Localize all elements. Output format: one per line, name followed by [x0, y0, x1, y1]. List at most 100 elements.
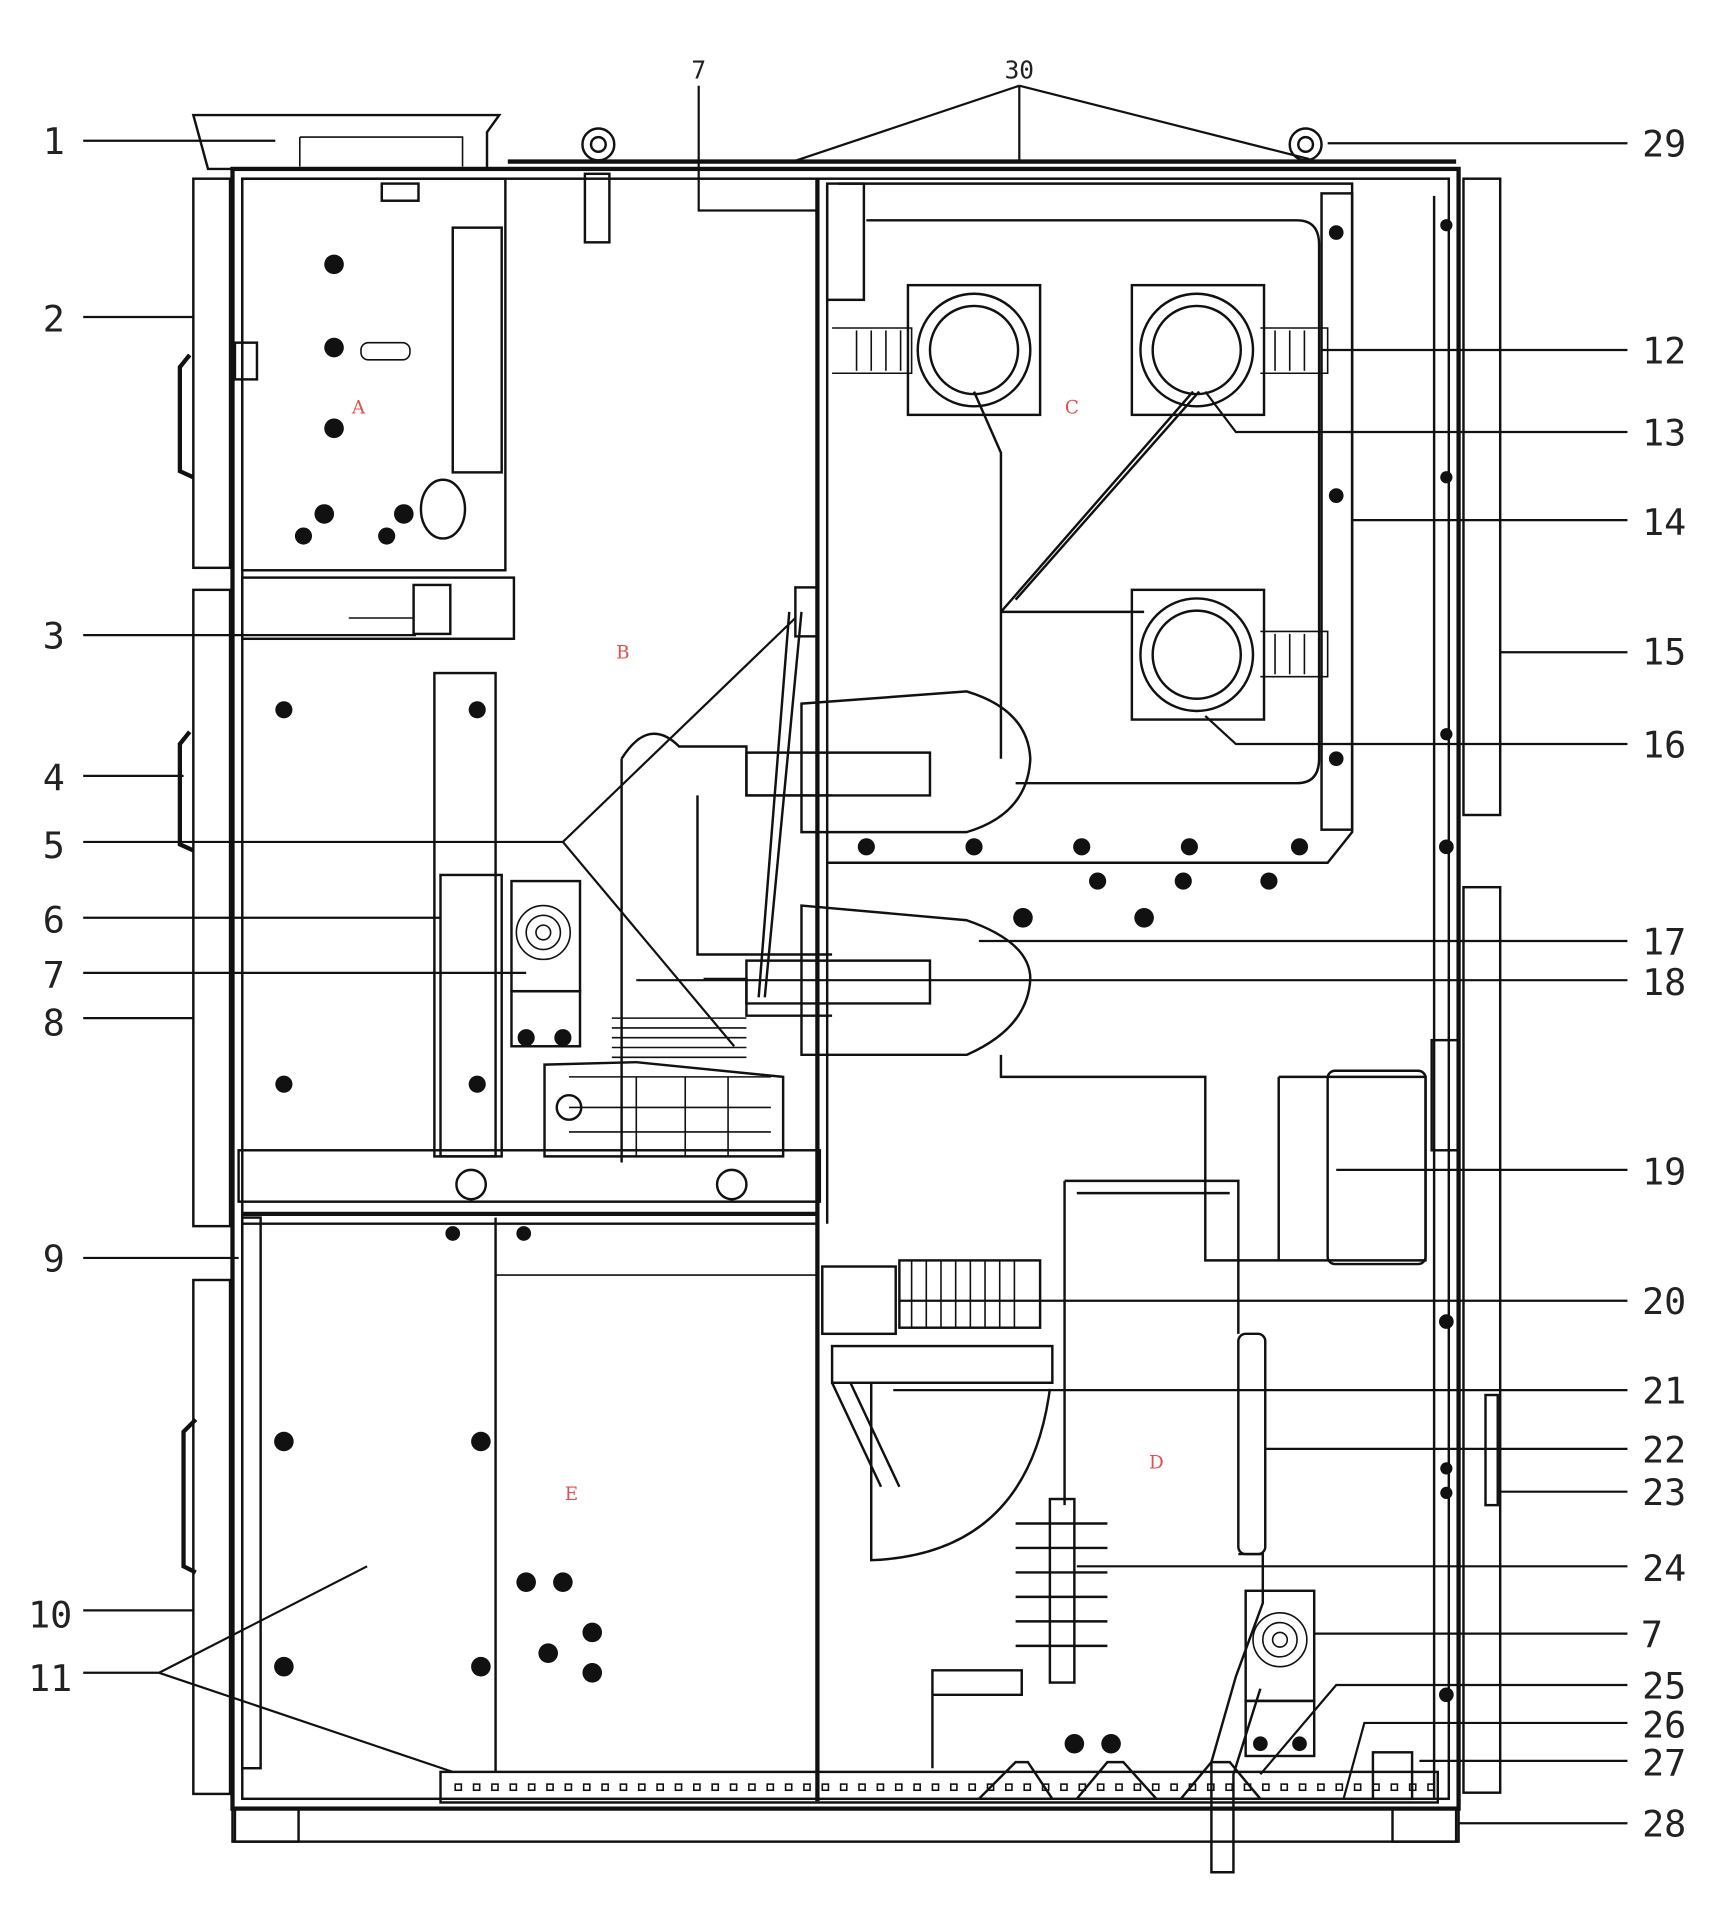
floor-hole [711, 1783, 720, 1792]
floor-hole [1096, 1783, 1105, 1792]
floor-hole [1188, 1783, 1197, 1792]
callout-10: 10 [28, 1593, 72, 1636]
callout-29: 29 [1642, 123, 1686, 166]
callout-15: 15 [1642, 630, 1686, 673]
compartment-c [800, 182, 1354, 1057]
callout-16: 16 [1642, 723, 1686, 766]
floor-hole [1225, 1783, 1234, 1792]
compartment-a [241, 177, 516, 641]
floor-hole [968, 1783, 977, 1792]
floor-hole [1041, 1783, 1050, 1792]
right-panels [1430, 177, 1502, 1799]
callout-24: 24 [1642, 1547, 1686, 1590]
floor-hole [1151, 1783, 1160, 1792]
callout-12: 12 [1642, 329, 1686, 372]
compartment-label-e: E [565, 1484, 578, 1505]
callout-25: 25 [1642, 1664, 1686, 1707]
floor-hole [637, 1783, 646, 1792]
callout-7-right: 7 [1641, 1613, 1663, 1656]
floor-hole [1060, 1783, 1068, 1792]
floor-hole [527, 1783, 536, 1792]
floor-hole [582, 1783, 591, 1792]
compartment-label-c: C [1065, 398, 1079, 419]
floor-hole [656, 1783, 665, 1792]
callout-23: 23 [1642, 1471, 1686, 1514]
floor-hole [1206, 1783, 1215, 1792]
cabinet-frame [191, 113, 1461, 1843]
floor-hole [748, 1783, 756, 1792]
left-doors [177, 177, 259, 1796]
floor-hole [821, 1783, 830, 1792]
floor-hole [509, 1783, 518, 1792]
floor-hole [619, 1783, 628, 1792]
callout-14: 14 [1642, 501, 1686, 544]
callout-11: 11 [28, 1657, 72, 1700]
floor-hole [1023, 1783, 1032, 1792]
callout-22: 22 [1642, 1428, 1686, 1471]
compartment-b [237, 178, 932, 1802]
compartment-label-d: D [1149, 1452, 1164, 1473]
callout-8: 8 [43, 1001, 65, 1044]
callout-13: 13 [1642, 411, 1686, 454]
floor-hole [1408, 1783, 1417, 1792]
floor-hole [803, 1783, 811, 1792]
floor-hole [1133, 1783, 1142, 1792]
floor-hole [491, 1783, 499, 1792]
compartment-e [241, 1216, 1440, 1804]
callouts-top: 7 30 [691, 55, 1034, 84]
callout-1: 1 [43, 120, 65, 163]
callouts-right: 29 12 13 14 15 16 17 18 19 20 21 22 23 2… [1641, 123, 1686, 1846]
floor-hole [1390, 1783, 1399, 1792]
callout-21: 21 [1642, 1370, 1686, 1413]
compartment-label-b: B [616, 642, 629, 663]
floor-hole [1115, 1783, 1123, 1792]
floor-hole [931, 1783, 940, 1792]
callout-2: 2 [43, 298, 65, 341]
floor-hole [949, 1783, 958, 1792]
compartment-labels: A B C D E [351, 398, 1164, 1506]
floor-hole [601, 1783, 609, 1792]
callouts-left: 1 2 3 4 5 6 7 8 9 10 11 [28, 120, 72, 1700]
floor-hole [1280, 1783, 1289, 1792]
floor-hole [693, 1783, 701, 1792]
floor-hole [1372, 1783, 1380, 1792]
floor-hole [784, 1783, 793, 1792]
callout-18: 18 [1642, 961, 1686, 1004]
floor-hole [729, 1783, 738, 1792]
floor-hole [546, 1783, 554, 1792]
floor-hole [1298, 1783, 1307, 1792]
floor-hole [1353, 1783, 1362, 1792]
floor-hole [894, 1783, 903, 1792]
callout-19: 19 [1642, 1151, 1686, 1194]
callout-5: 5 [43, 824, 65, 867]
callout-27: 27 [1642, 1742, 1686, 1785]
floor-hole [1243, 1783, 1252, 1792]
compartment-d [821, 1054, 1427, 1874]
callout-6: 6 [43, 898, 65, 941]
floor-hole [858, 1783, 866, 1792]
floor-hole [1427, 1783, 1435, 1792]
floor-hole [839, 1783, 848, 1792]
floor-hole [1335, 1783, 1344, 1792]
floor-hole [1005, 1783, 1013, 1792]
callout-28: 28 [1642, 1803, 1686, 1846]
floor-hole [454, 1783, 463, 1792]
callout-20: 20 [1642, 1280, 1686, 1323]
callout-7-top: 7 [691, 55, 706, 84]
floor-hole [913, 1783, 921, 1792]
callout-26: 26 [1642, 1704, 1686, 1747]
floor-hole [1317, 1783, 1325, 1792]
floor-hole [986, 1783, 995, 1792]
callout-3: 3 [43, 615, 65, 658]
floor-hole [674, 1783, 683, 1792]
callout-4: 4 [43, 757, 65, 800]
floor-hole [1078, 1783, 1087, 1792]
callout-30: 30 [1005, 55, 1034, 84]
floor-hole [472, 1783, 481, 1792]
leader-lines [83, 84, 1628, 1825]
floor-hole [766, 1783, 775, 1792]
callout-9: 9 [43, 1237, 65, 1280]
surge-arrester [1015, 1497, 1108, 1684]
